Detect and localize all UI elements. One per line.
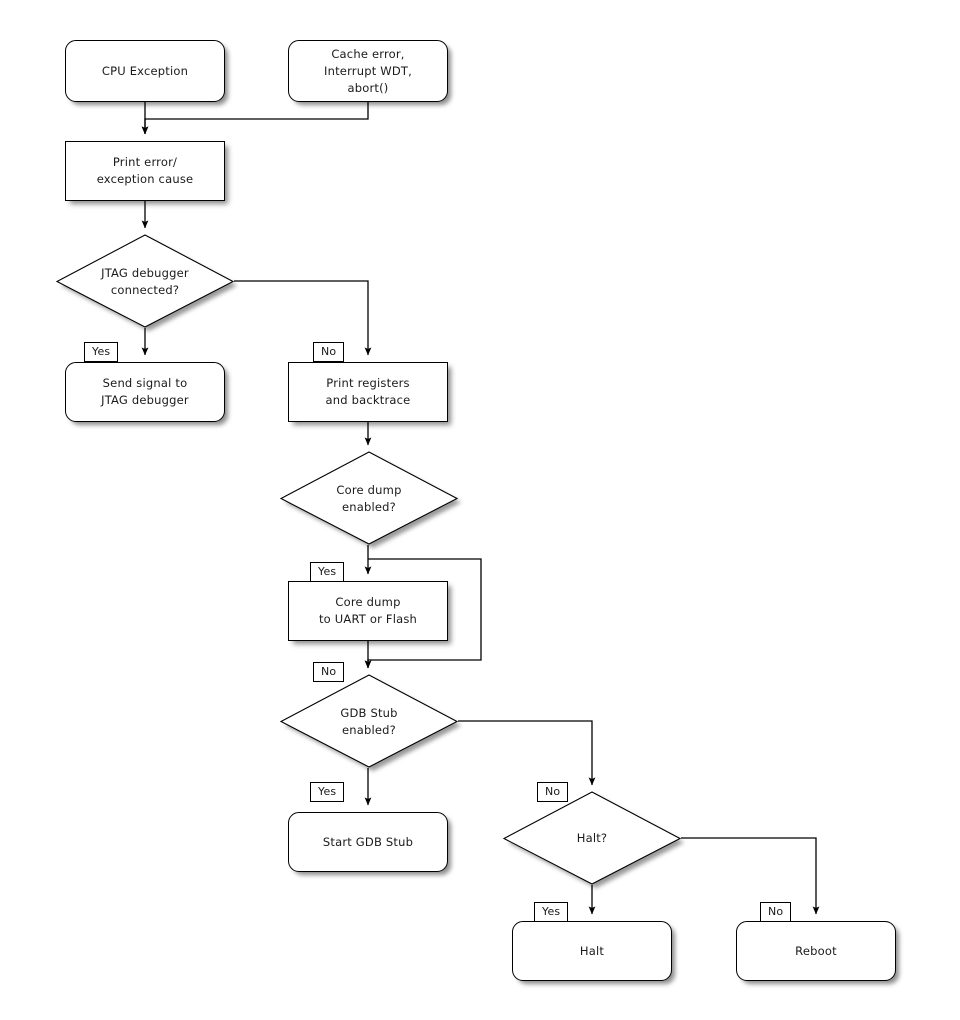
process-label: Core dump to UART or Flash	[318, 595, 418, 626]
connector-haltq-no-to-reboot	[681, 837, 820, 915]
edge-label-coredump_yes: Yes	[310, 562, 345, 582]
decision-label: JTAG debugger connected?	[101, 265, 189, 297]
process-cache_error[interactable]: Cache error, Interrupt WDT, abort()	[288, 40, 448, 102]
process-halt[interactable]: Halt	[512, 921, 672, 981]
connector-gdbstubq-no-to-haltq	[458, 720, 596, 786]
decision-label: GDB Stub enabled?	[340, 705, 398, 737]
edge-label-halt_no: No	[760, 902, 792, 922]
decision-jtag_connected[interactable]: JTAG debugger connected?	[55, 234, 237, 331]
decision-outline	[502, 791, 682, 885]
process-reboot[interactable]: Reboot	[736, 921, 896, 981]
decision-label: Halt?	[576, 831, 608, 845]
decision-gdb_stub_enabled[interactable]: GDB Stub enabled?	[279, 674, 461, 771]
decision-outline	[55, 234, 235, 328]
decision-outline	[279, 674, 459, 768]
decision-halt_question[interactable]: Halt?	[502, 791, 684, 888]
process-label: Print registers and backtrace	[325, 376, 411, 407]
edge-label-gdbstub_no: No	[537, 782, 569, 802]
process-print_error[interactable]: Print error/ exception cause	[65, 141, 225, 201]
decision-label: Core dump enabled?	[336, 482, 402, 514]
process-start_gdb_stub[interactable]: Start GDB Stub	[288, 812, 448, 872]
edge-label-jtag_yes: Yes	[84, 342, 119, 362]
edge-label-jtag_no: No	[313, 342, 345, 362]
process-print_registers[interactable]: Print registers and backtrace	[288, 362, 448, 422]
connector-jtag-no-to-registers	[234, 280, 372, 356]
process-label: Print error/ exception cause	[96, 155, 194, 186]
process-label: CPU Exception	[101, 63, 189, 78]
process-core_dump[interactable]: Core dump to UART or Flash	[288, 581, 448, 641]
process-label: Send signal to JTAG debugger	[101, 376, 189, 407]
process-label: Halt	[579, 943, 605, 958]
decision-core_dump_enabled[interactable]: Core dump enabled?	[279, 451, 461, 548]
process-label: Start GDB Stub	[322, 834, 414, 849]
edge-label-halt_yes: Yes	[534, 902, 569, 922]
process-send_signal[interactable]: Send signal to JTAG debugger	[65, 362, 225, 422]
process-label: Reboot	[795, 943, 837, 958]
process-label: Cache error, Interrupt WDT, abort()	[324, 46, 412, 95]
edge-label-coredump_no: No	[313, 662, 345, 682]
connector-cache-to-print	[141, 102, 369, 135]
decision-outline	[279, 451, 459, 545]
edge-label-gdbstub_yes: Yes	[310, 782, 345, 802]
process-cpu_exception[interactable]: CPU Exception	[65, 40, 225, 102]
